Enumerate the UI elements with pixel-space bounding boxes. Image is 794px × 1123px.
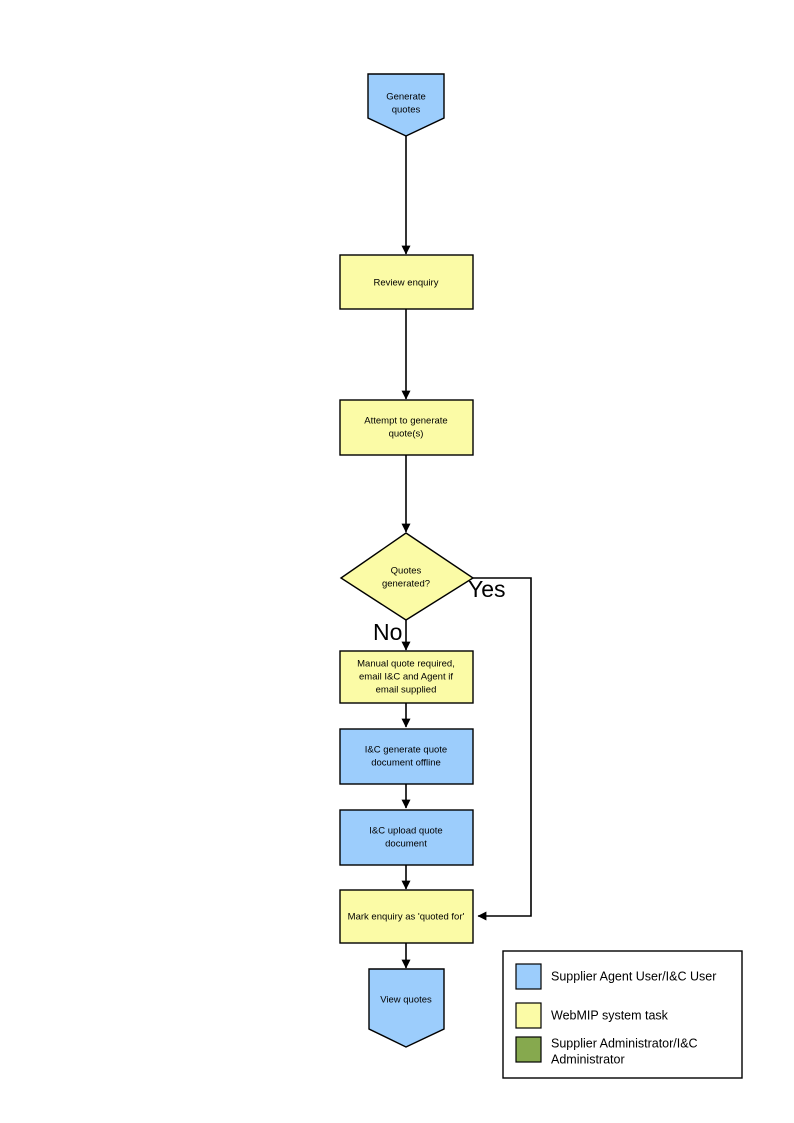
ic-generate-quote-document-offline-label-line-2: document offline — [371, 758, 441, 769]
mark-enquiry-as-quoted-for-shape[interactable] — [339, 889, 474, 944]
quotes-generated-shape[interactable] — [339, 532, 475, 621]
manual-quote-required-shape[interactable] — [339, 650, 474, 704]
legend-item-webmip-system-task: WebMIP system task — [515, 1002, 669, 1029]
legend-item-supplier-administrator: Supplier Administrator/I&C Administrator — [515, 1036, 698, 1066]
ic-upload-quote-document-shape[interactable] — [339, 809, 474, 866]
legend-swatch-system-task — [515, 1002, 542, 1029]
ic-upload-quote-document-label-line-2: document — [385, 839, 427, 850]
legend-label-administrator-task-line-2: Administrator — [551, 1052, 625, 1066]
node-generate-quotes[interactable]: Generate quotes — [367, 73, 445, 137]
generate-quotes-label-line-1: Generate — [386, 92, 426, 103]
node-ic-upload-quote-document[interactable]: I&C upload quote document — [339, 809, 474, 866]
ic-generate-quote-document-offline-label-line-1: I&C generate quote — [365, 745, 447, 756]
branch-label-yes: Yes — [468, 576, 506, 602]
manual-quote-required-label-line-3: email supplied — [376, 685, 437, 696]
node-mark-enquiry-as-quoted-for[interactable]: Mark enquiry as 'quoted for' — [339, 889, 474, 944]
ic-generate-quote-document-offline-shape[interactable] — [339, 728, 474, 785]
attempt-to-generate-quotes-label-line-2: quote(s) — [389, 429, 424, 440]
node-manual-quote-required[interactable]: Manual quote required, email I&C and Age… — [339, 650, 474, 704]
legend-container — [502, 950, 743, 1079]
review-enquiry-label-line-1: Review enquiry — [374, 278, 439, 289]
edges — [401, 136, 532, 969]
attempt-to-generate-quotes-label-line-1: Attempt to generate — [364, 416, 447, 427]
legend-swatch-administrator-task — [515, 1036, 542, 1063]
legend-item-supplier-agent-user: Supplier Agent User/I&C User — [515, 963, 716, 990]
legend-label-administrator-task-line-1: Supplier Administrator/I&C — [551, 1036, 698, 1050]
review-enquiry-shape[interactable] — [339, 254, 474, 310]
edge-decision-yes-to-mark — [473, 577, 532, 921]
quotes-generated-label-line-2: generated? — [382, 579, 430, 590]
generate-quotes-shape[interactable] — [367, 73, 445, 137]
branch-label-no: No — [373, 619, 402, 645]
node-ic-generate-quote-document-offline[interactable]: I&C generate quote document offline — [339, 728, 474, 785]
node-view-quotes[interactable]: View quotes — [368, 968, 445, 1048]
mark-enquiry-as-quoted-for-label-line-1: Mark enquiry as 'quoted for' — [348, 912, 465, 923]
view-quotes-shape[interactable] — [368, 968, 445, 1048]
legend: Supplier Agent User/I&C User WebMIP syst… — [502, 950, 743, 1079]
node-attempt-to-generate-quotes[interactable]: Attempt to generate quote(s) — [339, 399, 474, 456]
node-quotes-generated-decision[interactable]: Quotes generated? — [339, 532, 475, 621]
attempt-to-generate-quotes-shape[interactable] — [339, 399, 474, 456]
quotes-generated-label-line-1: Quotes — [391, 566, 422, 577]
manual-quote-required-label-line-2: email I&C and Agent if — [359, 672, 453, 683]
legend-label-system-task-line-1: WebMIP system task — [551, 1008, 669, 1022]
node-review-enquiry[interactable]: Review enquiry — [339, 254, 474, 310]
view-quotes-label-line-1: View quotes — [380, 995, 432, 1006]
legend-label-user-task-line-1: Supplier Agent User/I&C User — [551, 969, 716, 983]
legend-swatch-user-task — [515, 963, 542, 990]
ic-upload-quote-document-label-line-1: I&C upload quote — [369, 826, 442, 837]
generate-quotes-label-line-2: quotes — [392, 105, 421, 116]
manual-quote-required-label-line-1: Manual quote required, — [357, 659, 455, 670]
